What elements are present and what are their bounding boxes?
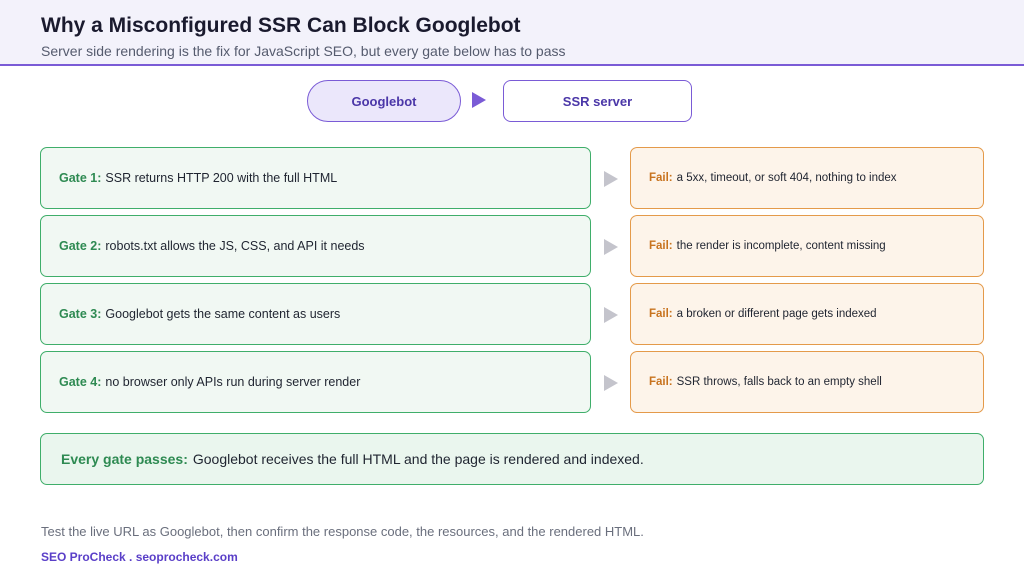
fail-text: a 5xx, timeout, or soft 404, nothing to … [676, 172, 897, 184]
gate-2-box: Gate 2: robots.txt allows the JS, CSS, a… [40, 215, 591, 277]
outcome-label: Every gate passes: [61, 451, 188, 467]
fail-text: SSR throws, falls back to an empty shell [676, 376, 882, 388]
gate-1-box: Gate 1: SSR returns HTTP 200 with the fu… [40, 147, 591, 209]
gate-label: Gate 4: [59, 375, 102, 389]
gate-label: Gate 3: [59, 307, 102, 321]
gate-label: Gate 1: [59, 171, 102, 185]
fail-text: a broken or different page gets indexed [676, 308, 877, 320]
fail-text: the render is incomplete, content missin… [676, 240, 886, 252]
gate-text: robots.txt allows the JS, CSS, and API i… [105, 239, 365, 253]
fail-label: Fail: [649, 172, 673, 184]
fail-1-box: Fail: a 5xx, timeout, or soft 404, nothi… [630, 147, 984, 209]
fail-label: Fail: [649, 240, 673, 252]
googlebot-node: Googlebot [307, 80, 461, 122]
gate-text: no browser only APIs run during server r… [105, 375, 361, 389]
flow-arrow-icon [472, 92, 486, 108]
outcome-box: Every gate passes: Googlebot receives th… [40, 433, 984, 485]
arrow-right-icon [604, 171, 618, 187]
gate-4-box: Gate 4: no browser only APIs run during … [40, 351, 591, 413]
fail-3-box: Fail: a broken or different page gets in… [630, 283, 984, 345]
ssr-server-node: SSR server [503, 80, 692, 122]
fail-label: Fail: [649, 308, 673, 320]
arrow-right-icon [604, 375, 618, 391]
outcome-text: Googlebot receives the full HTML and the… [192, 451, 644, 467]
gate-3-box: Gate 3: Googlebot gets the same content … [40, 283, 591, 345]
footnote: Test the live URL as Googlebot, then con… [41, 524, 644, 539]
fail-2-box: Fail: the render is incomplete, content … [630, 215, 984, 277]
page-subtitle: Server side rendering is the fix for Jav… [41, 43, 566, 59]
gate-label: Gate 2: [59, 239, 102, 253]
fail-label: Fail: [649, 376, 673, 388]
brand-credit: SEO ProCheck . seoprocheck.com [41, 550, 238, 564]
gate-text: SSR returns HTTP 200 with the full HTML [105, 171, 338, 185]
header: Why a Misconfigured SSR Can Block Google… [0, 0, 1024, 66]
arrow-right-icon [604, 239, 618, 255]
fail-4-box: Fail: SSR throws, falls back to an empty… [630, 351, 984, 413]
gate-text: Googlebot gets the same content as users [105, 307, 341, 321]
page-title: Why a Misconfigured SSR Can Block Google… [41, 14, 521, 37]
arrow-right-icon [604, 307, 618, 323]
